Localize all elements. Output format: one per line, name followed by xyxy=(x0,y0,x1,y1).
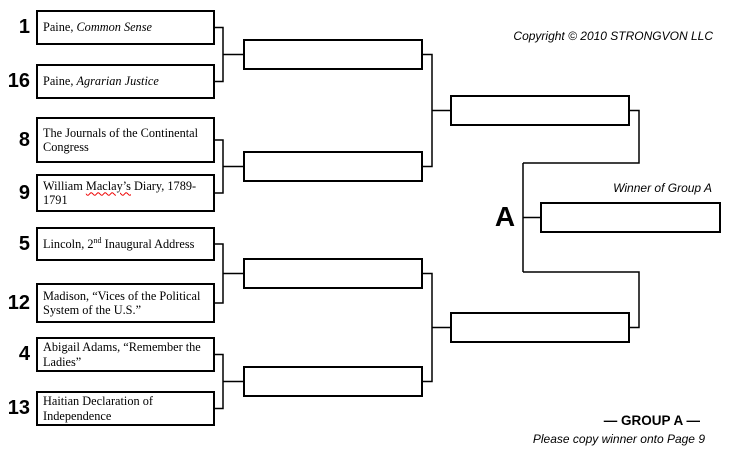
copyright-text: Copyright © 2010 STRONGVON LLC xyxy=(513,29,713,43)
seed-number-5: 5 xyxy=(18,233,30,255)
semifinal-slot-2[interactable] xyxy=(450,312,630,343)
round2-slot-1[interactable] xyxy=(243,39,423,70)
entry-box-seed-8[interactable]: The Journals of the Continental Congress xyxy=(36,117,215,163)
seed-number-16: 16 xyxy=(7,70,30,92)
entry-text: Paine, Agrarian Justice xyxy=(43,74,159,89)
seed-number-9: 9 xyxy=(18,182,30,204)
misspelled-word: Maclay’s xyxy=(85,178,131,193)
seed-number-1: 1 xyxy=(18,16,30,38)
round2-slot-3[interactable] xyxy=(243,258,423,289)
connector-bottom-semi xyxy=(423,272,450,383)
page-footer: — GROUP A — Please copy winner onto Page… xyxy=(533,412,705,446)
entry-text: William Maclay’s Diary, 1789-1791 xyxy=(43,178,197,208)
entry-box-seed-13[interactable]: Haitian Declaration of Independence xyxy=(36,391,215,426)
entry-box-seed-12[interactable]: Madison, “Vices of the Political System … xyxy=(36,283,215,323)
seed-number-4: 4 xyxy=(18,343,30,365)
entry-box-seed-16[interactable]: Paine, Agrarian Justice xyxy=(36,64,215,99)
entry-text: Lincoln, 2nd Inaugural Address xyxy=(43,235,195,251)
entry-text: The Journals of the Continental Congress xyxy=(43,125,199,155)
entry-box-seed-9[interactable]: William Maclay’s Diary, 1789-1791 xyxy=(36,174,215,212)
group-letter-label: A xyxy=(494,201,516,232)
connector-top-semi xyxy=(423,53,450,168)
connector-semi1-final xyxy=(523,109,640,164)
connector-pair-8-9 xyxy=(215,139,243,194)
connector-pair-1-16 xyxy=(215,26,243,83)
entry-text: Paine, Common Sense xyxy=(43,20,152,35)
semifinal-slot-1[interactable] xyxy=(450,95,630,126)
footer-group-title: — GROUP A — xyxy=(603,413,700,428)
winner-slot[interactable] xyxy=(540,202,721,233)
entry-box-seed-5[interactable]: Lincoln, 2nd Inaugural Address xyxy=(36,227,215,261)
connector-semi2-final xyxy=(523,271,640,329)
footer-instruction: Please copy winner onto Page 9 xyxy=(532,432,705,446)
seed-number-12: 12 xyxy=(7,292,30,314)
seed-number-8: 8 xyxy=(18,129,30,151)
round2-slot-4[interactable] xyxy=(243,366,423,397)
entry-text: Haitian Declaration of Independence xyxy=(43,394,153,423)
entry-box-seed-4[interactable]: Abigail Adams, “Remember the Ladies” xyxy=(36,337,215,372)
entry-text: Abigail Adams, “Remember the Ladies” xyxy=(43,340,201,369)
connector-pair-5-12 xyxy=(215,243,243,304)
connector-final-winner xyxy=(522,163,540,272)
round2-slot-2[interactable] xyxy=(243,151,423,182)
entry-text: Madison, “Vices of the Political System … xyxy=(43,288,201,318)
winner-caption: Winner of Group A xyxy=(613,181,712,195)
entry-box-seed-1[interactable]: Paine, Common Sense xyxy=(36,10,215,45)
connector-pair-4-13 xyxy=(215,353,243,410)
seed-number-13: 13 xyxy=(7,397,30,419)
